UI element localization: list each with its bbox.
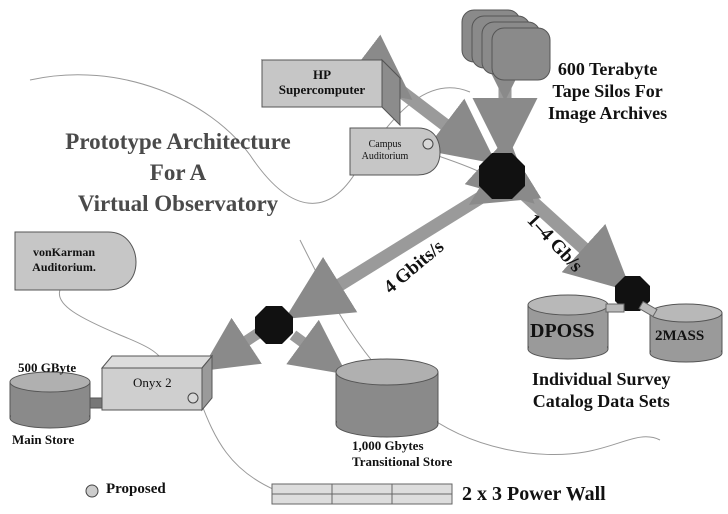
survey-connector [605,303,625,313]
main-store-label: Main Store [12,432,75,447]
vonkarman-label-line-1: vonKarman [32,245,95,259]
tape-caption-line-2: Tape Silos For [552,81,663,101]
tape-caption-line-3: Image Archives [548,103,668,123]
title-line-3: Virtual Observatory [77,191,279,216]
campus-label-line-2: Auditorium [361,151,409,162]
tape-silos-icon [461,9,551,81]
dposs-label: DPOSS [530,320,595,342]
onyx-proposed-dot [187,392,199,404]
power-wall-label: 2 x 3 Power Wall [462,483,606,505]
tape-caption-line-1: 600 Terabyte [557,59,658,79]
onyx-box [100,354,214,412]
hp-label-line-2: Supercomputer [278,82,366,97]
legend-proposed-label: Proposed [106,481,166,497]
transitional-label-line-1: 1,000 Gbytes [352,438,424,453]
hub-node-main [479,153,525,199]
campus-auditorium-label: Campus Auditorium [352,139,418,163]
survey-caption: Individual Survey Catalog Data Sets [532,368,671,412]
twomass-label: 2MASS [655,328,705,344]
campus-label-line-1: Campus [368,139,402,150]
dposs-cylinder [527,294,609,360]
link-arrows [200,34,632,375]
survey-caption-line-2: Catalog Data Sets [532,391,670,411]
title-line-1: Prototype Architecture [65,129,291,154]
vonkarman-label-line-2: Auditorium. [32,260,96,274]
onyx-label: Onyx 2 [133,375,172,390]
hp-supercomputer-box [260,58,402,127]
vonkarman-auditorium-label: vonKarman Auditorium. [14,245,114,275]
hp-label-line-1: HP [312,67,332,82]
transitional-store-cylinder [335,358,439,438]
transitional-store-label: 1,000 Gbytes Transitional Store [352,438,452,470]
legend-proposed-dot [85,484,99,498]
cable-powerwall [199,399,276,491]
power-wall-grid [271,483,453,505]
link-hub-node [284,142,542,319]
vonkarman-auditorium-shape [14,231,137,291]
hp-supercomputer-label: HP Supercomputer [262,67,382,97]
link-node-transitional [286,319,347,375]
hub-node-survey [615,276,650,311]
cable-vonkarman [58,289,166,366]
main-store-cylinder [9,371,91,429]
campus-auditorium-shape [349,127,441,176]
campus-proposed-dot [422,138,434,150]
link-node-onyx [200,317,264,372]
transitional-label-line-2: Transitional Store [352,454,453,469]
survey-caption-line-1: Individual Survey [532,369,671,389]
diagram-title: Prototype Architecture For A Virtual Obs… [28,126,328,219]
main-store-size-label: 500 GByte [18,360,77,375]
title-line-2: For A [149,160,207,185]
twomass-connector [638,300,658,318]
hub-node-local [255,306,293,344]
tape-silo-caption: 600 Terabyte Tape Silos For Image Archiv… [548,58,667,124]
